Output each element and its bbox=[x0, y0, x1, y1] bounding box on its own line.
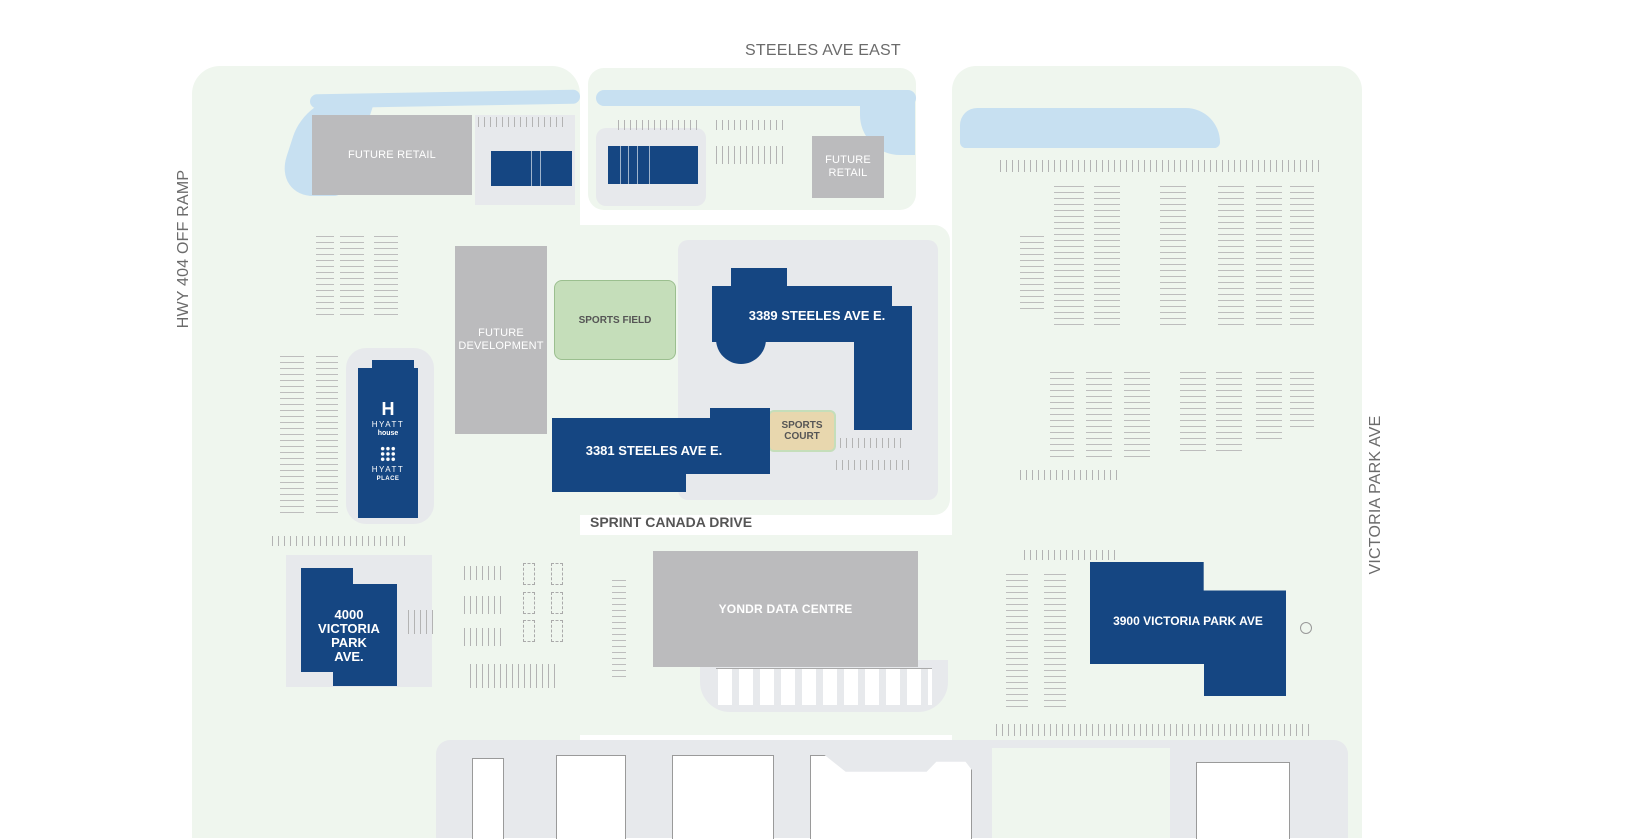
road-label-sprint-canada: SPRINT CANADA DRIVE bbox=[590, 514, 753, 530]
building-3381-north-cap bbox=[710, 408, 770, 422]
hyatt-place-sub: PLACE bbox=[376, 476, 400, 482]
building-3381-label: 3381 STEELES AVE E. bbox=[585, 443, 723, 458]
south-building-3 bbox=[672, 755, 774, 839]
building-3389-steeles[interactable]: 3389 STEELES AVE E. bbox=[712, 268, 912, 432]
building-3900-main bbox=[1090, 562, 1286, 664]
parking-stalls bbox=[374, 236, 398, 316]
parking-bay-outline bbox=[523, 563, 535, 585]
hyatt-house-name: HYATT bbox=[371, 420, 405, 429]
building-4000-label: 4000 VICTORIA PARK AVE. bbox=[318, 607, 380, 664]
parking-stalls bbox=[1290, 372, 1314, 432]
south-building-2 bbox=[556, 755, 626, 839]
parking-stalls bbox=[464, 566, 504, 580]
south-green-area bbox=[992, 748, 1170, 838]
road-label-hwy404: HWY 404 OFF RAMP bbox=[175, 169, 192, 329]
pond-north-center bbox=[596, 90, 916, 106]
parking-stalls bbox=[316, 356, 338, 516]
parking-stalls bbox=[464, 596, 504, 614]
parking-bay-outline bbox=[551, 563, 563, 585]
parking-stalls bbox=[1290, 186, 1314, 326]
parking-stalls bbox=[470, 664, 556, 688]
parking-stalls bbox=[1024, 550, 1116, 560]
building-3389-east-wing bbox=[854, 306, 912, 430]
parking-stalls bbox=[1160, 186, 1186, 326]
building-retail-block-center[interactable] bbox=[608, 146, 698, 184]
parking-stalls bbox=[1124, 372, 1150, 462]
hyatt-house-logo-icon: H bbox=[381, 399, 395, 419]
parking-stalls bbox=[1044, 574, 1066, 710]
parking-stalls bbox=[716, 120, 784, 130]
building-future-retail-west[interactable]: FUTURE RETAIL bbox=[312, 115, 472, 195]
parking-stalls bbox=[1050, 372, 1074, 462]
parking-stalls bbox=[464, 628, 504, 646]
building-yondr-data-centre[interactable]: YONDR DATA CENTRE bbox=[653, 551, 918, 667]
parking-stalls bbox=[1256, 186, 1282, 326]
parking-stalls bbox=[1218, 186, 1244, 326]
parking-stalls bbox=[996, 724, 1310, 736]
building-4000-east bbox=[333, 584, 397, 686]
building-future-retail-east[interactable]: FUTURE RETAIL bbox=[812, 136, 884, 198]
hyatt-place-name: HYATT bbox=[371, 465, 405, 474]
building-3900-south bbox=[1204, 652, 1286, 696]
building-future-development[interactable]: FUTURE DEVELOPMENT bbox=[455, 246, 547, 434]
parking-stalls bbox=[1216, 372, 1242, 452]
parking-stalls bbox=[272, 536, 406, 546]
sports-court[interactable]: SPORTS COURT bbox=[768, 410, 836, 452]
green-space-east bbox=[952, 66, 1362, 838]
hyatt-house-sub: house bbox=[377, 430, 399, 437]
parking-stalls bbox=[1086, 372, 1112, 462]
parking-stalls bbox=[1000, 160, 1322, 172]
south-building-5 bbox=[1196, 762, 1290, 839]
building-3389-north-cap bbox=[731, 268, 787, 288]
pond-east bbox=[960, 108, 1220, 148]
building-3381-east-wing bbox=[552, 418, 770, 474]
parking-stalls bbox=[1094, 186, 1120, 326]
parking-stalls bbox=[408, 610, 438, 634]
generator-row bbox=[716, 668, 932, 705]
parking-bay-outline bbox=[551, 620, 563, 642]
building-4000-victoria-park[interactable]: 4000 VICTORIA PARK AVE. bbox=[301, 568, 397, 686]
building-3389-label: 3389 STEELES AVE E. bbox=[748, 308, 886, 323]
road-label-victoria: VICTORIA PARK AVE bbox=[1367, 415, 1384, 575]
building-3900-victoria-park[interactable]: 3900 VICTORIA PARK AVE bbox=[1090, 562, 1286, 696]
parking-bay-outline bbox=[523, 620, 535, 642]
building-3381-south-cap bbox=[552, 470, 686, 492]
building-retail-block-west[interactable] bbox=[491, 151, 572, 186]
parking-stalls bbox=[618, 120, 698, 130]
parking-stalls bbox=[1020, 236, 1044, 312]
hyatt-place-logo-icon bbox=[380, 446, 396, 462]
parking-stalls bbox=[716, 146, 784, 164]
parking-stalls bbox=[1256, 372, 1282, 442]
sports-field[interactable]: SPORTS FIELD bbox=[554, 280, 676, 360]
building-3389-rotunda bbox=[716, 332, 766, 364]
building-hyatt-top bbox=[372, 360, 414, 370]
parking-bay-outline bbox=[551, 592, 563, 614]
parking-stalls bbox=[1020, 470, 1120, 480]
road-label-steeles: STEELES AVE EAST bbox=[745, 42, 901, 59]
parking-stalls bbox=[280, 356, 304, 516]
parking-stalls bbox=[836, 460, 910, 470]
parking-stalls bbox=[1180, 372, 1206, 452]
building-3381-steeles[interactable]: 3381 STEELES AVE E. bbox=[552, 408, 770, 492]
parking-stalls bbox=[612, 580, 626, 680]
parking-stalls bbox=[840, 438, 906, 448]
building-hyatt-hotel[interactable]: H HYATT house HYATT PLACE bbox=[358, 368, 418, 518]
parking-bay-outline bbox=[523, 592, 535, 614]
roundabout-icon bbox=[1300, 622, 1312, 634]
parking-stalls bbox=[478, 117, 568, 127]
parking-stalls bbox=[1006, 574, 1028, 710]
parking-stalls bbox=[1054, 186, 1084, 326]
building-3900-label: 3900 VICTORIA PARK AVE bbox=[1113, 614, 1263, 628]
south-building-1 bbox=[472, 758, 504, 839]
parking-stalls bbox=[340, 236, 364, 316]
parking-stalls bbox=[316, 236, 334, 316]
